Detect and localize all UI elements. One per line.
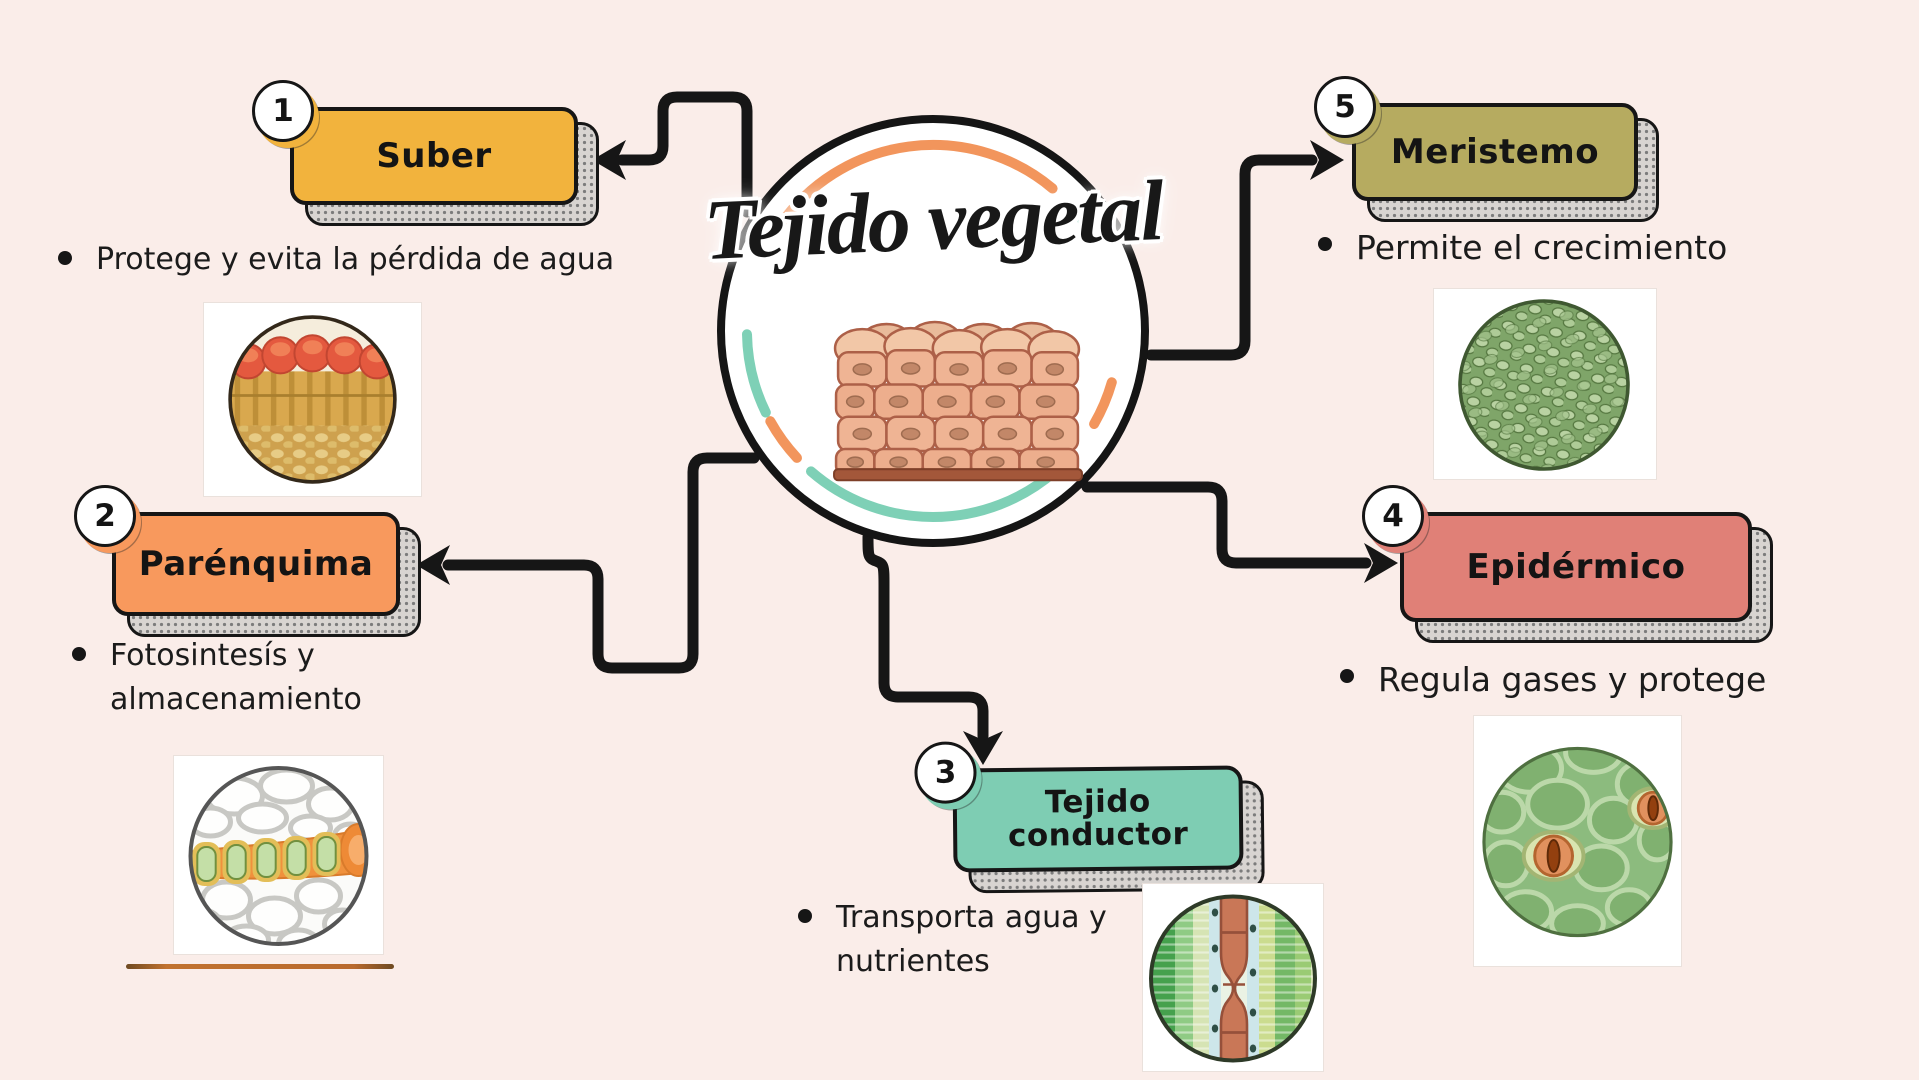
node-description-conductor: Transporta agua y nutrientes	[798, 896, 1143, 983]
node-number: 5	[1334, 89, 1356, 125]
node-suber: Suber 1	[252, 80, 599, 226]
description-text: Transporta agua y nutrientes	[836, 900, 1107, 979]
node-number-badge: 2	[74, 485, 136, 547]
node-label: Parénquima	[138, 543, 374, 584]
bullet-dot	[798, 909, 812, 923]
arrowhead-epidermico	[1364, 543, 1398, 583]
node-label: Suber	[376, 135, 492, 176]
orange-underline	[126, 964, 394, 969]
stoma-icon	[1521, 830, 1586, 882]
suber-micrograph	[203, 302, 422, 497]
node-number: 4	[1382, 498, 1404, 534]
meristem-micrograph	[1433, 288, 1657, 480]
description-text: Protege y evita la pérdida de agua	[96, 242, 615, 277]
connector-to-suber	[616, 91, 753, 218]
connector-to-conductor	[862, 531, 989, 742]
node-parenquima: Parénquima 2	[74, 485, 421, 637]
arrowhead-parenquima	[416, 545, 450, 585]
plant-tissue-illustration	[828, 316, 1086, 484]
node-description-suber: Protege y evita la pérdida de agua	[58, 238, 678, 282]
node-number: 2	[94, 498, 116, 534]
node-box: Meristemo	[1352, 103, 1638, 201]
arrowhead-meristemo	[1310, 140, 1344, 180]
parenchyma-micrograph	[173, 755, 384, 955]
bullet-dot	[58, 251, 72, 265]
connector-to-meristemo	[1145, 154, 1318, 361]
description-text: Regula gases y protege	[1378, 660, 1767, 699]
description-text: Fotosintesís y almacenamiento	[110, 638, 362, 717]
node-label: Epidérmico	[1466, 546, 1686, 587]
node-description-epidermico: Regula gases y protege	[1340, 656, 1820, 704]
arrowhead-conductor	[963, 731, 1003, 765]
node-number-badge: 4	[1362, 485, 1424, 547]
bullet-dot	[1318, 237, 1332, 251]
epidermis-stomata-micrograph	[1473, 715, 1682, 967]
description-text: Permite el crecimiento	[1356, 228, 1728, 267]
node-number-badge: 1	[252, 80, 314, 142]
node-label: Meristemo	[1390, 131, 1600, 172]
node-box: Parénquima	[112, 512, 400, 616]
node-meristemo: Meristemo 5	[1314, 76, 1659, 222]
connector-to-parenquima	[442, 452, 760, 674]
node-number-badge: 5	[1314, 76, 1376, 138]
arrowhead-suber	[592, 140, 626, 180]
node-box: Suber	[290, 107, 578, 205]
node-description-meristemo: Permite el crecimiento	[1318, 224, 1878, 272]
node-epidermico: Epidérmico 4	[1362, 485, 1773, 643]
bullet-dot	[72, 647, 86, 661]
node-description-parenquima: Fotosintesís y almacenamiento	[72, 634, 402, 721]
bullet-dot	[1340, 669, 1354, 683]
node-box: Epidérmico	[1400, 512, 1752, 622]
node-number: 1	[272, 93, 294, 129]
vascular-tissue-micrograph	[1142, 883, 1324, 1072]
connector-to-epidermico	[1081, 481, 1372, 569]
